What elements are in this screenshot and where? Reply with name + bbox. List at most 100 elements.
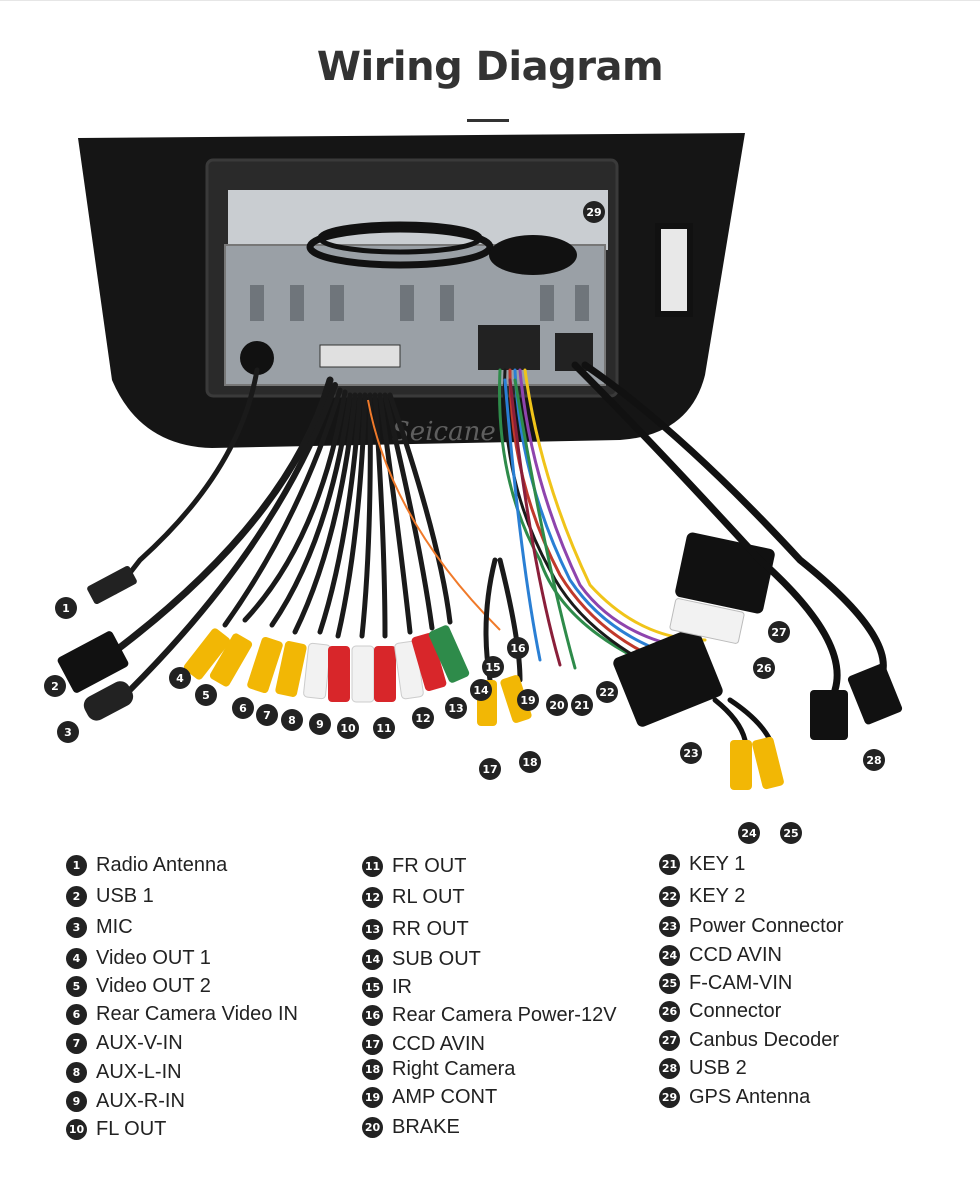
svg-text:3: 3: [64, 726, 72, 739]
watermark: Seicane: [392, 417, 496, 447]
legend-label: RL OUT: [392, 885, 465, 908]
legend-label: FR OUT: [392, 854, 467, 877]
svg-text:11: 11: [376, 722, 391, 735]
svg-text:2: 2: [51, 680, 59, 693]
legend-label: Connector: [689, 999, 782, 1022]
title-underline: [467, 119, 509, 122]
marker-17: 17: [479, 758, 501, 780]
chassis-vents: [250, 285, 589, 321]
legend-item-23: 23 Power Connector: [659, 913, 844, 939]
gps-antenna-puck: [489, 235, 577, 275]
svg-text:17: 17: [482, 763, 497, 776]
right-cable-bundle: [571, 361, 887, 743]
marker-27: 27: [768, 621, 790, 643]
svg-text:13: 13: [448, 702, 463, 715]
legend-number-badge: 19: [362, 1086, 383, 1108]
rca-plug-row: [183, 625, 470, 703]
svg-text:1: 1: [62, 602, 70, 615]
marker-3: 3: [57, 721, 79, 743]
gps-cable-coil: [306, 225, 494, 269]
svg-text:9: 9: [316, 718, 324, 731]
legend-number-badge: 7: [66, 1032, 87, 1054]
legend-item-7: 7 AUX-V-IN: [66, 1030, 183, 1056]
power-connector: [613, 627, 723, 727]
legend-number-badge: 3: [66, 916, 87, 938]
legend-label: BRAKE: [392, 1115, 460, 1138]
legend-number-badge: 12: [362, 886, 383, 908]
page-title: Wiring Diagram: [316, 44, 664, 90]
legend-label: Canbus Decoder: [689, 1028, 840, 1051]
legend-label: CCD AVIN: [689, 943, 782, 966]
legend-label: IR: [392, 975, 412, 998]
legend-number-badge: 20: [362, 1116, 383, 1138]
radio-antenna-plug: [87, 565, 137, 605]
legend-number-badge: 6: [66, 1003, 87, 1025]
legend-number-badge: 29: [659, 1086, 680, 1108]
wiring-illustration: Seicane: [44, 133, 903, 844]
legend-number-badge: 2: [66, 885, 87, 907]
svg-text:14: 14: [473, 684, 489, 697]
legend-label: AUX-R-IN: [96, 1089, 185, 1112]
svg-text:15: 15: [485, 661, 500, 674]
gps-cable-coil-2: [317, 221, 483, 255]
legend-label: USB 2: [689, 1056, 747, 1079]
svg-text:20: 20: [549, 699, 565, 712]
marker-18: 18: [519, 751, 541, 773]
legend-number-badge: 17: [362, 1033, 383, 1055]
camera-rca-yellow-a: [730, 740, 752, 790]
legend-label: AMP CONT: [392, 1085, 498, 1108]
legend-number-badge: 18: [362, 1058, 383, 1080]
marker-28: 28: [863, 749, 885, 771]
legend-label: AUX-V-IN: [96, 1031, 183, 1054]
camera-rca-yellow-b: [752, 736, 784, 790]
legend-label: KEY 2: [689, 884, 746, 907]
svg-text:19: 19: [520, 694, 535, 707]
legend-item-26: 26 Connector: [659, 998, 781, 1024]
legend-number-badge: 25: [659, 972, 680, 994]
legend-label: Power Connector: [689, 914, 844, 937]
legend-number-badge: 15: [362, 976, 383, 998]
top-divider: [0, 0, 980, 1]
svg-text:18: 18: [522, 756, 537, 769]
marker-15: 15: [482, 656, 504, 678]
marker-26: 26: [753, 657, 775, 679]
legend-number-badge: 14: [362, 948, 383, 970]
svg-text:8: 8: [288, 714, 296, 727]
legend-number-badge: 24: [659, 944, 680, 966]
legend-item-19: 19 AMP CONT: [362, 1084, 497, 1110]
marker-1: 1: [55, 597, 77, 619]
marker-13: 13: [445, 697, 467, 719]
legend-number-badge: 21: [659, 853, 680, 875]
legend-number-badge: 23: [659, 915, 680, 937]
svg-text:26: 26: [756, 662, 772, 675]
marker-25: 25: [780, 822, 802, 844]
svg-text:21: 21: [574, 699, 589, 712]
legend-label: Rear Camera Video IN: [96, 1002, 298, 1025]
marker-29: 29: [583, 201, 605, 223]
white-connector: [669, 598, 745, 644]
svg-text:6: 6: [239, 702, 247, 715]
frame-clip: [655, 223, 693, 317]
legend-number-badge: 5: [66, 975, 87, 997]
marker-24: 24: [738, 822, 760, 844]
marker-16: 16: [507, 637, 529, 659]
svg-text:12: 12: [415, 712, 430, 725]
usb2-plug-a: [810, 690, 848, 740]
power-harness-socket: [478, 325, 540, 370]
legend-label: Right Camera: [392, 1057, 516, 1080]
marker-10: 10: [337, 717, 359, 739]
legend-number-badge: 26: [659, 1000, 680, 1022]
legend-label: FL OUT: [96, 1117, 167, 1140]
svg-text:23: 23: [683, 747, 698, 760]
